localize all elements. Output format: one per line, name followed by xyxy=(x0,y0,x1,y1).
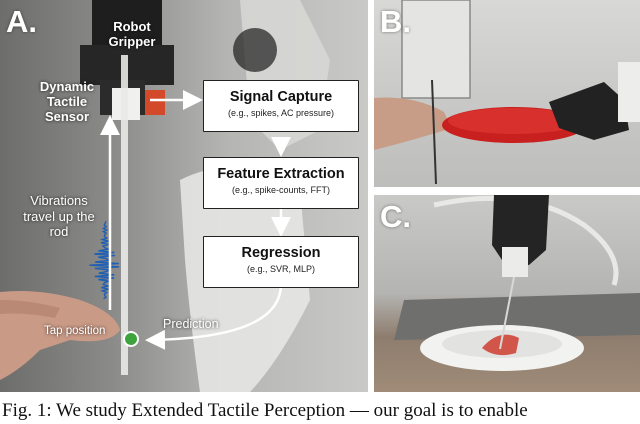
tactile-sensor-label: Dynamic Tactile Sensor xyxy=(39,79,95,124)
vibration-waveform xyxy=(89,221,120,300)
panel-a-arrows xyxy=(100,90,291,350)
panel-a-letter: A. xyxy=(6,4,37,39)
panel-b-photo: B. xyxy=(374,0,640,187)
figure-caption: Fig. 1: We study Extended Tactile Percep… xyxy=(2,400,528,421)
robot-gripper-label: Robot Gripper xyxy=(108,19,156,49)
panel-c-photo: C. xyxy=(374,195,640,392)
prediction-label: Prediction xyxy=(163,317,219,331)
tap-position-marker xyxy=(123,331,139,347)
signal-capture-box: Signal Capture (e.g., spikes, AC pressur… xyxy=(203,80,359,132)
panel-c-letter: C. xyxy=(380,199,411,234)
panel-a-photo: A. Robot Gripper Dynamic Tactile Sensor … xyxy=(0,0,368,392)
tap-position-label: Tap position xyxy=(44,325,106,337)
regression-box: Regression (e.g., SVR, MLP) xyxy=(203,236,359,288)
vibrations-label: Vibrations travel up the rod xyxy=(23,193,95,240)
prediction-arrow xyxy=(145,283,283,350)
panel-b-scene xyxy=(374,0,640,185)
panel-b-letter: B. xyxy=(380,4,411,39)
feature-extraction-box: Feature Extraction (e.g., spike-counts, … xyxy=(203,157,359,209)
panel-c-scene xyxy=(394,195,640,371)
